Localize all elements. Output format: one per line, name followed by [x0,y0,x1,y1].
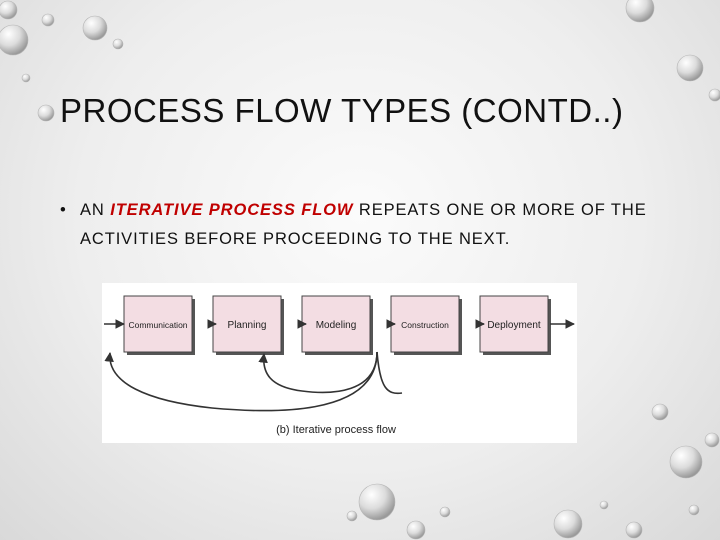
drop [669,445,703,479]
drop [625,521,643,539]
activity-label: Planning [228,320,267,331]
drop [41,13,55,27]
activity-boxes: Communication Planning Modeling Constructio… [123,295,551,355]
drop [406,520,426,540]
slide-title: PROCESS FLOW TYPES (CONTD..) [60,92,624,129]
iterative-flow-figure: Communication Planning Modeling Constructio… [102,283,577,443]
drop [625,0,655,23]
drop [676,54,704,82]
bullet-marker: • [60,201,67,219]
bullet-rest: REPEATS ONE OR MORE OF THE ACTIVITIES BE… [80,201,647,248]
bullet-prefix: AN [80,201,105,219]
loop-arrow-right [376,351,403,395]
drop [112,38,124,50]
drop [708,88,720,102]
loop-arrow-inner [258,351,378,394]
drop [358,483,396,521]
drop [21,73,31,83]
activity-box [390,295,460,353]
activity-box [212,295,282,353]
iterative-flow-diagram: Communication Planning Modeling Constructio… [104,295,575,436]
bullet-item: • AN ITERATIVE PROCESS FLOW REPEATS ONE … [60,196,680,254]
drop [0,24,29,56]
drop [651,403,669,421]
drop [553,509,583,539]
bullet-text: AN ITERATIVE PROCESS FLOW REPEATS ONE OR… [80,196,680,254]
drop [688,504,700,516]
activity-label: Modeling [316,320,357,331]
activity-label: Deployment [487,320,541,331]
activity-label: Construction [401,320,449,330]
bullet-emphasis: ITERATIVE PROCESS FLOW [110,201,354,219]
drop [0,0,18,20]
activity-box [123,295,193,353]
loop-arrow-long [104,351,378,412]
drop [82,15,108,41]
activity-box [301,295,371,353]
activity-label: Communication [128,320,187,330]
drop [439,506,451,518]
drop [346,510,358,522]
figure-caption: (b) Iterative process flow [276,424,396,436]
drop [37,104,55,122]
drop [599,500,609,510]
drop [704,432,720,448]
flow-connectors [104,319,575,412]
